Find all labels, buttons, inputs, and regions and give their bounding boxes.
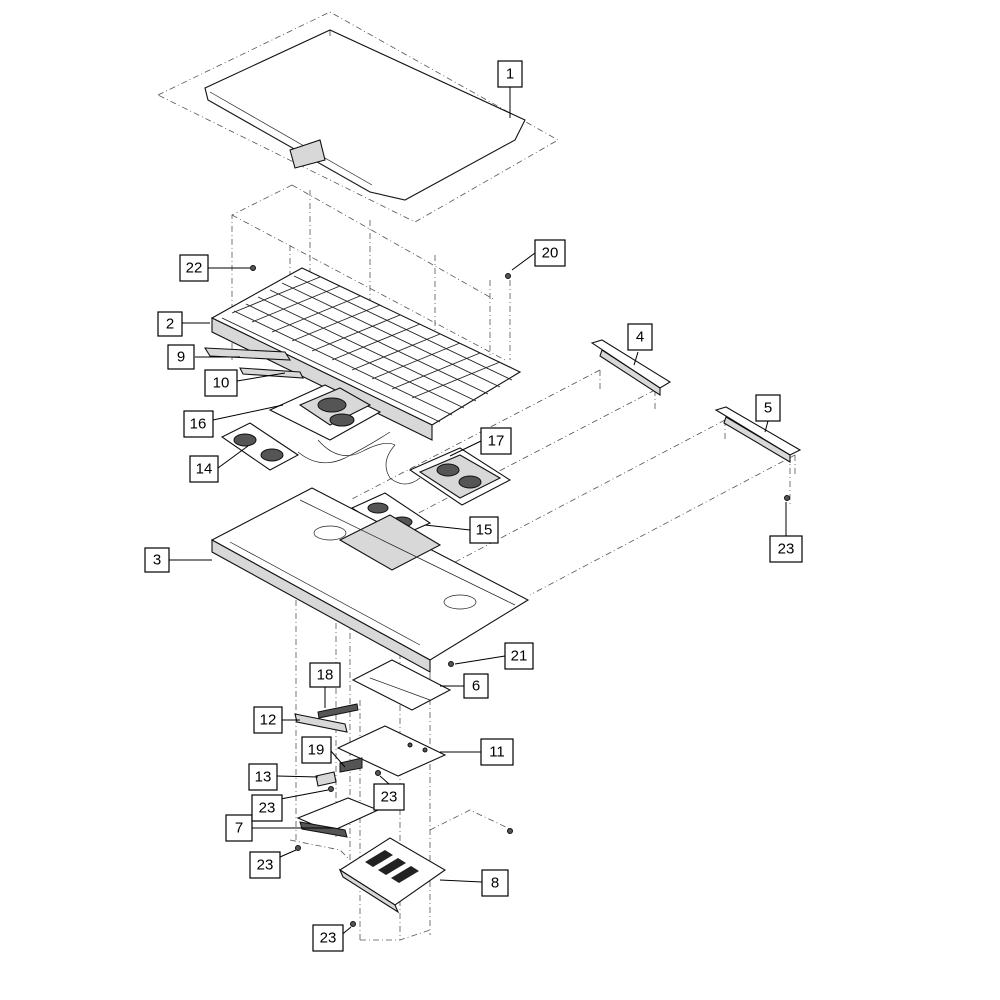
callout-13: 13 (248, 763, 278, 791)
callout-1: 1 (497, 60, 523, 88)
part-4-side-bracket (590, 339, 672, 397)
callout-label: 4 (636, 329, 644, 346)
callout-23-bottom: 23 (312, 924, 344, 952)
part-2-grid-frame (210, 267, 522, 441)
part-12-bracket (294, 713, 348, 733)
callout-label: 18 (317, 667, 334, 684)
callout-label: 11 (489, 744, 505, 761)
callout-14: 14 (189, 455, 219, 483)
callout-label: 23 (320, 930, 337, 947)
part-6-plate (351, 659, 452, 711)
callout-15: 15 (469, 516, 499, 544)
part-9-trim-strip (203, 347, 292, 361)
part-8-bottom-tray (338, 837, 447, 914)
callout-22: 22 (179, 254, 209, 282)
callout-7: 7 (225, 814, 253, 842)
callout-4: 4 (627, 323, 653, 351)
part-16-speaker-module (268, 384, 382, 441)
callout-label: 9 (177, 349, 185, 366)
callout-9: 9 (167, 344, 195, 370)
callout-21: 21 (504, 642, 534, 670)
callout-6: 6 (463, 673, 489, 699)
callout-label: 23 (778, 541, 795, 558)
callout-label: 15 (476, 522, 493, 539)
part-17-speaker (408, 447, 512, 506)
screws (250, 265, 790, 927)
part-11-circuit-board (336, 725, 447, 777)
callout-label: 23 (381, 789, 398, 806)
callout-label: 5 (764, 400, 772, 417)
part-19-small-bracket (339, 757, 363, 773)
part-5-side-bracket (714, 406, 802, 463)
callout-23-center: 23 (373, 783, 405, 811)
callout-label: 1 (506, 66, 514, 83)
callout-label: 14 (196, 461, 213, 478)
callout-19: 19 (301, 736, 332, 764)
part-3-base-chassis (210, 487, 530, 673)
callout-label: 19 (308, 742, 325, 759)
callout-23-left-upper: 23 (251, 794, 283, 822)
callout-17: 17 (480, 427, 512, 455)
part-10-trim-strip (239, 367, 304, 379)
part-14-speaker (220, 422, 300, 471)
callout-label: 17 (488, 433, 505, 450)
callout-label: 16 (190, 416, 207, 433)
callout-20: 20 (534, 239, 566, 267)
callout-2: 2 (157, 311, 183, 337)
callout-18: 18 (309, 662, 341, 688)
callout-label: 13 (255, 769, 272, 786)
callout-label: 7 (235, 820, 243, 837)
callout-8: 8 (481, 869, 509, 897)
part-13-small-plate (315, 771, 337, 787)
callout-11: 11 (480, 738, 514, 766)
callout-label: 23 (259, 800, 276, 817)
callout-5: 5 (755, 394, 781, 422)
callout-3: 3 (144, 547, 170, 573)
part-1-top-cover (204, 29, 526, 201)
callout-label: 3 (153, 552, 161, 569)
speaker-cables (297, 431, 421, 485)
callout-10: 10 (204, 369, 238, 397)
callout-label: 12 (260, 712, 277, 729)
callout-label: 23 (257, 857, 274, 874)
callout-label: 6 (472, 678, 480, 695)
callout-16: 16 (183, 410, 214, 438)
part-18-rail (317, 703, 359, 719)
callout-label: 2 (166, 316, 174, 333)
callout-label: 8 (491, 875, 499, 892)
callout-label: 21 (511, 648, 528, 665)
callout-label: 10 (213, 375, 230, 392)
callout-12: 12 (253, 706, 283, 734)
leader-lines (157, 87, 787, 938)
callout-23-right: 23 (769, 535, 803, 563)
callout-23-left-lower: 23 (249, 851, 281, 879)
part-7-mounting-bar (296, 797, 380, 838)
callout-label: 20 (542, 245, 559, 262)
callout-label: 22 (186, 260, 203, 277)
